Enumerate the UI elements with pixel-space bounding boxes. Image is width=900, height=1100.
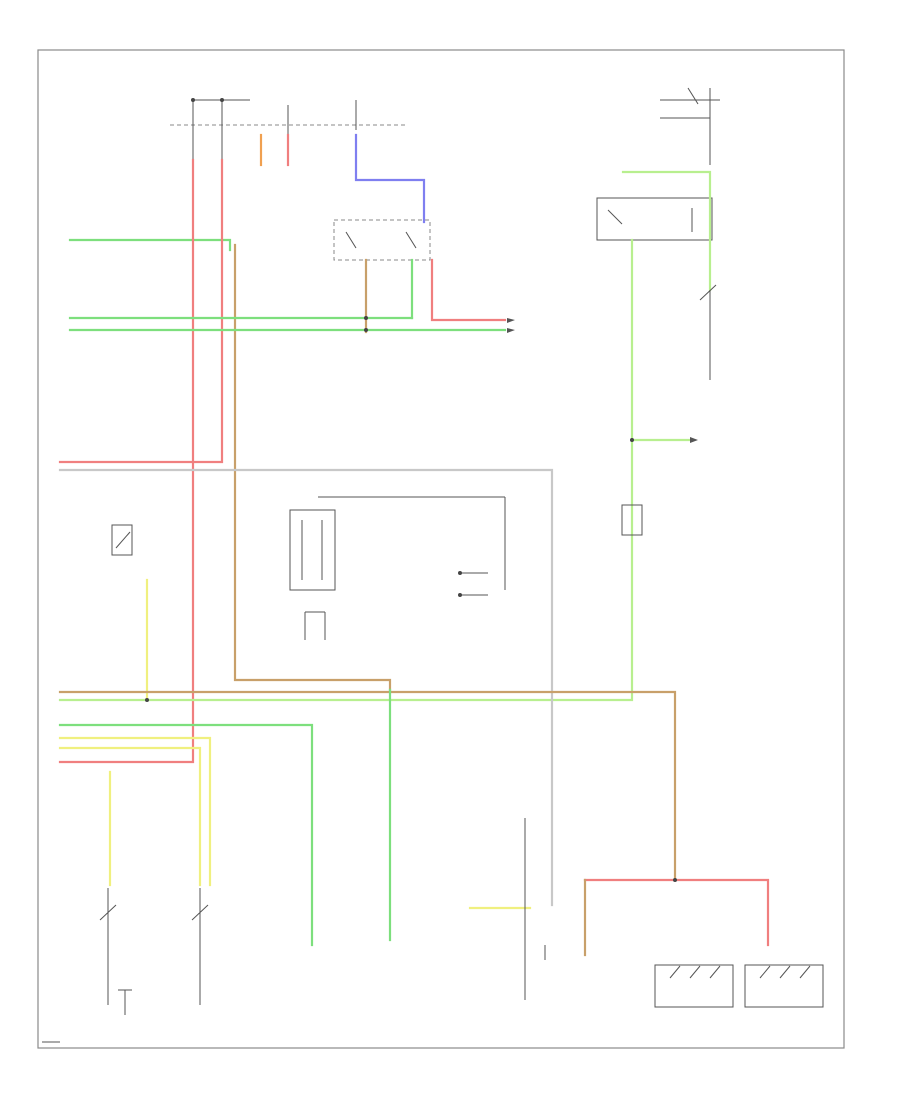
connector-arrows (507, 318, 698, 443)
neutral-safety-switch (699, 284, 717, 380)
shift-solenoid-switch (458, 497, 506, 597)
lockup-solenoid (524, 818, 546, 1000)
override-switch (333, 219, 431, 261)
ignition-switch (660, 87, 720, 165)
wire-gray-1 (58, 468, 554, 907)
junction-dots (145, 316, 677, 882)
wire-red-2 (58, 158, 224, 464)
cruise-switch-left (191, 888, 209, 1005)
shift-solenoid-a (654, 964, 734, 1008)
wire-yellow-2 (58, 746, 202, 887)
wire-red-4 (430, 258, 507, 322)
wire-green-1 (68, 238, 232, 252)
wire-light-green-2 (58, 238, 634, 702)
brake-switch-left (99, 888, 132, 1015)
shift-solenoid-b (744, 964, 824, 1008)
diagram-frame (37, 49, 845, 1049)
wire-red-5 (583, 878, 770, 947)
wire-tan-1 (233, 243, 392, 692)
wire-tan-3 (58, 690, 677, 882)
wire-green-5 (58, 723, 314, 947)
wire-red-1 (58, 158, 195, 764)
control-relay (596, 197, 713, 241)
wire-light-green-1 (621, 170, 712, 292)
stop-lamp-switch (111, 524, 133, 556)
range-switch-right (621, 504, 643, 536)
wire-blue-1 (354, 133, 426, 224)
wire-yellow-4 (58, 736, 212, 887)
speed-sensor (289, 509, 336, 640)
